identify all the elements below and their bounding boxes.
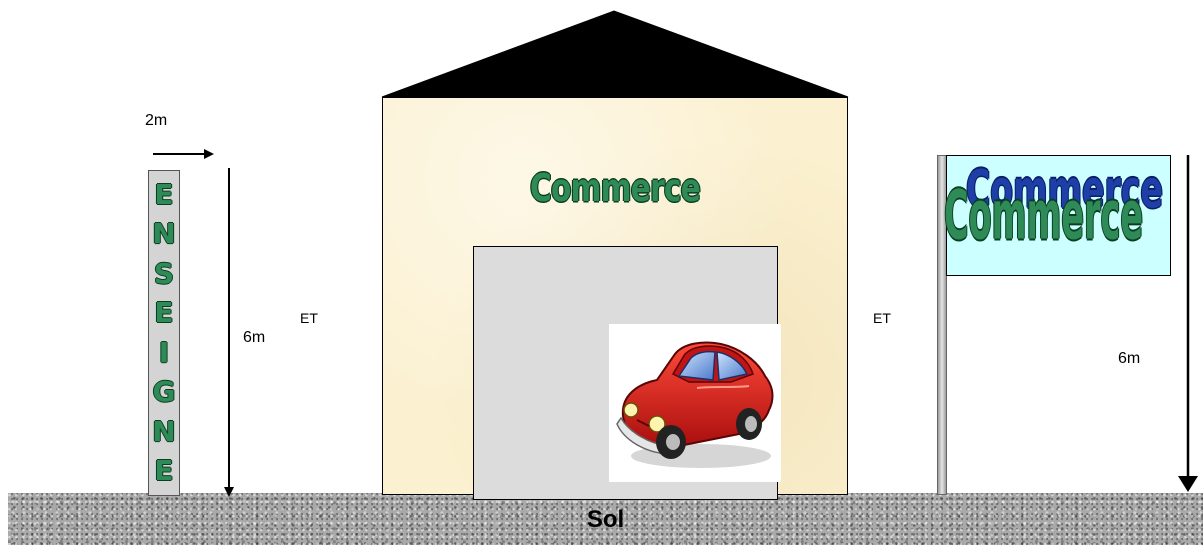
et-right-label: ET bbox=[873, 310, 891, 326]
sign-letter: N bbox=[152, 220, 175, 248]
et-left-label: ET bbox=[300, 310, 318, 326]
sign-letter: E bbox=[154, 299, 173, 327]
sign-letter: I bbox=[159, 339, 169, 367]
car-picture bbox=[609, 324, 781, 482]
sign-letter: N bbox=[152, 418, 175, 446]
sign-letter: G bbox=[153, 378, 176, 406]
right-height-arrowhead bbox=[1178, 476, 1198, 492]
left-height-label: 6m bbox=[243, 329, 265, 347]
car-icon bbox=[609, 324, 781, 482]
right-height-label: 6m bbox=[1118, 350, 1140, 368]
facade-sign: Commerce bbox=[433, 166, 796, 210]
sign-panel-text: Commerce bbox=[944, 176, 1143, 255]
sign-letter: E bbox=[154, 457, 173, 485]
building-roof bbox=[382, 11, 848, 97]
sign-letter: E bbox=[154, 181, 173, 209]
width-label: 2m bbox=[145, 112, 167, 130]
sign-letter: S bbox=[154, 260, 174, 288]
vertical-sign: E N S E I G N E bbox=[148, 170, 180, 496]
